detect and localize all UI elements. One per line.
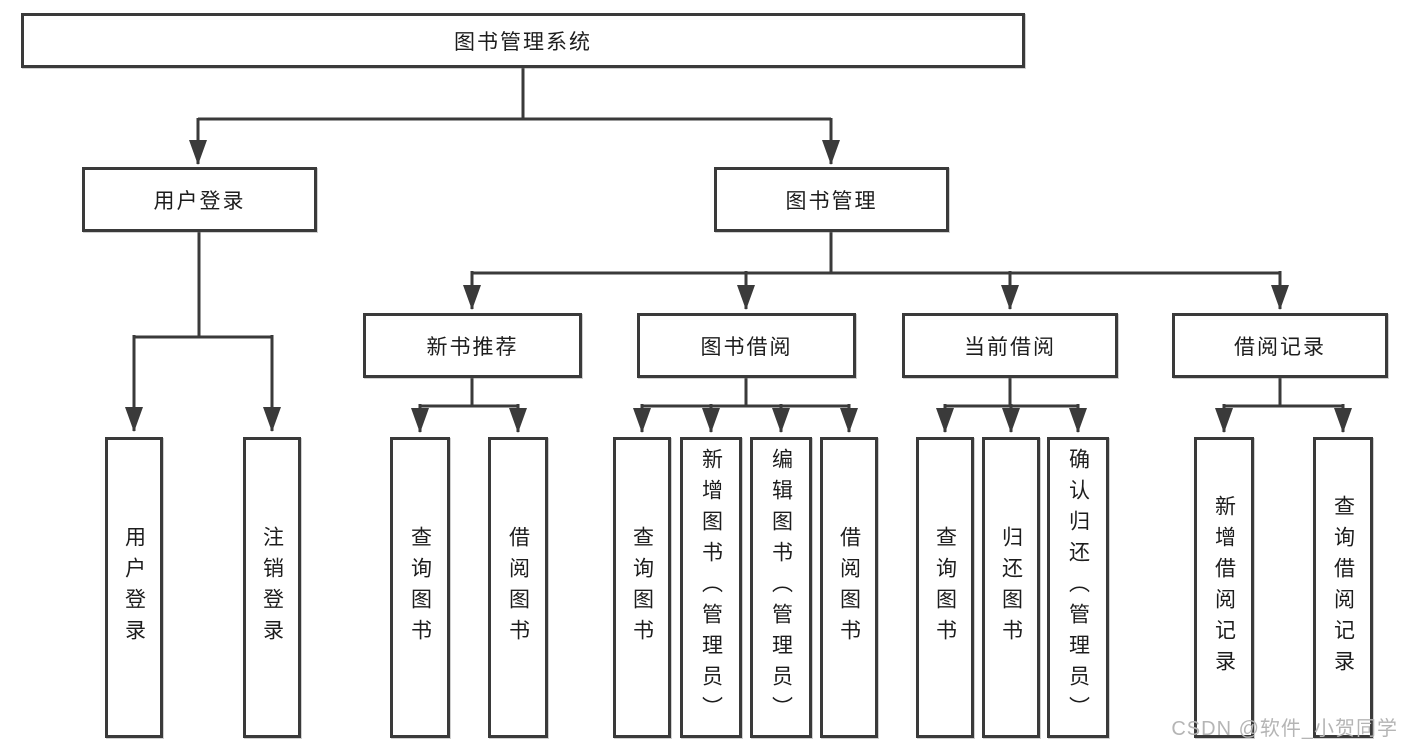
connector-borrowing-records: [1224, 378, 1343, 408]
node-logout: 注销登录: [243, 437, 301, 738]
connector-root: [198, 68, 831, 121]
node-borrow-books-1: 借阅图书: [488, 437, 548, 738]
node-return-books: 归还图书: [982, 437, 1040, 738]
node-current-borrowing: 当前借阅: [902, 313, 1118, 378]
connector-book-borrowing: [642, 378, 849, 408]
node-add-borrow-record: 新增借阅记录: [1194, 437, 1254, 738]
node-book-borrowing: 图书借阅: [637, 313, 856, 378]
connector-book-management: [472, 232, 1280, 275]
node-new-book-recommend: 新书推荐: [363, 313, 582, 378]
connector-new-book-recommend: [420, 378, 518, 408]
node-add-books-admin: 新增图书（管理员）: [680, 437, 742, 738]
node-borrowing-records: 借阅记录: [1172, 313, 1388, 378]
connector-current-borrowing: [945, 378, 1078, 408]
node-query-books-3: 查询图书: [916, 437, 974, 738]
node-user-login-leaf: 用户登录: [105, 437, 163, 738]
node-confirm-return-admin: 确认归还（管理员）: [1047, 437, 1109, 738]
node-query-books-1: 查询图书: [390, 437, 450, 738]
node-query-borrow-record: 查询借阅记录: [1313, 437, 1373, 738]
node-borrow-books-2: 借阅图书: [820, 437, 878, 738]
node-root: 图书管理系统: [21, 13, 1025, 68]
node-book-management: 图书管理: [714, 167, 949, 232]
watermark: CSDN @软件_小贺同学: [1171, 718, 1398, 740]
node-edit-books-admin: 编辑图书（管理员）: [750, 437, 812, 738]
node-query-books-2: 查询图书: [613, 437, 671, 738]
node-user-login: 用户登录: [82, 167, 317, 232]
connector-user-login: [134, 232, 272, 339]
